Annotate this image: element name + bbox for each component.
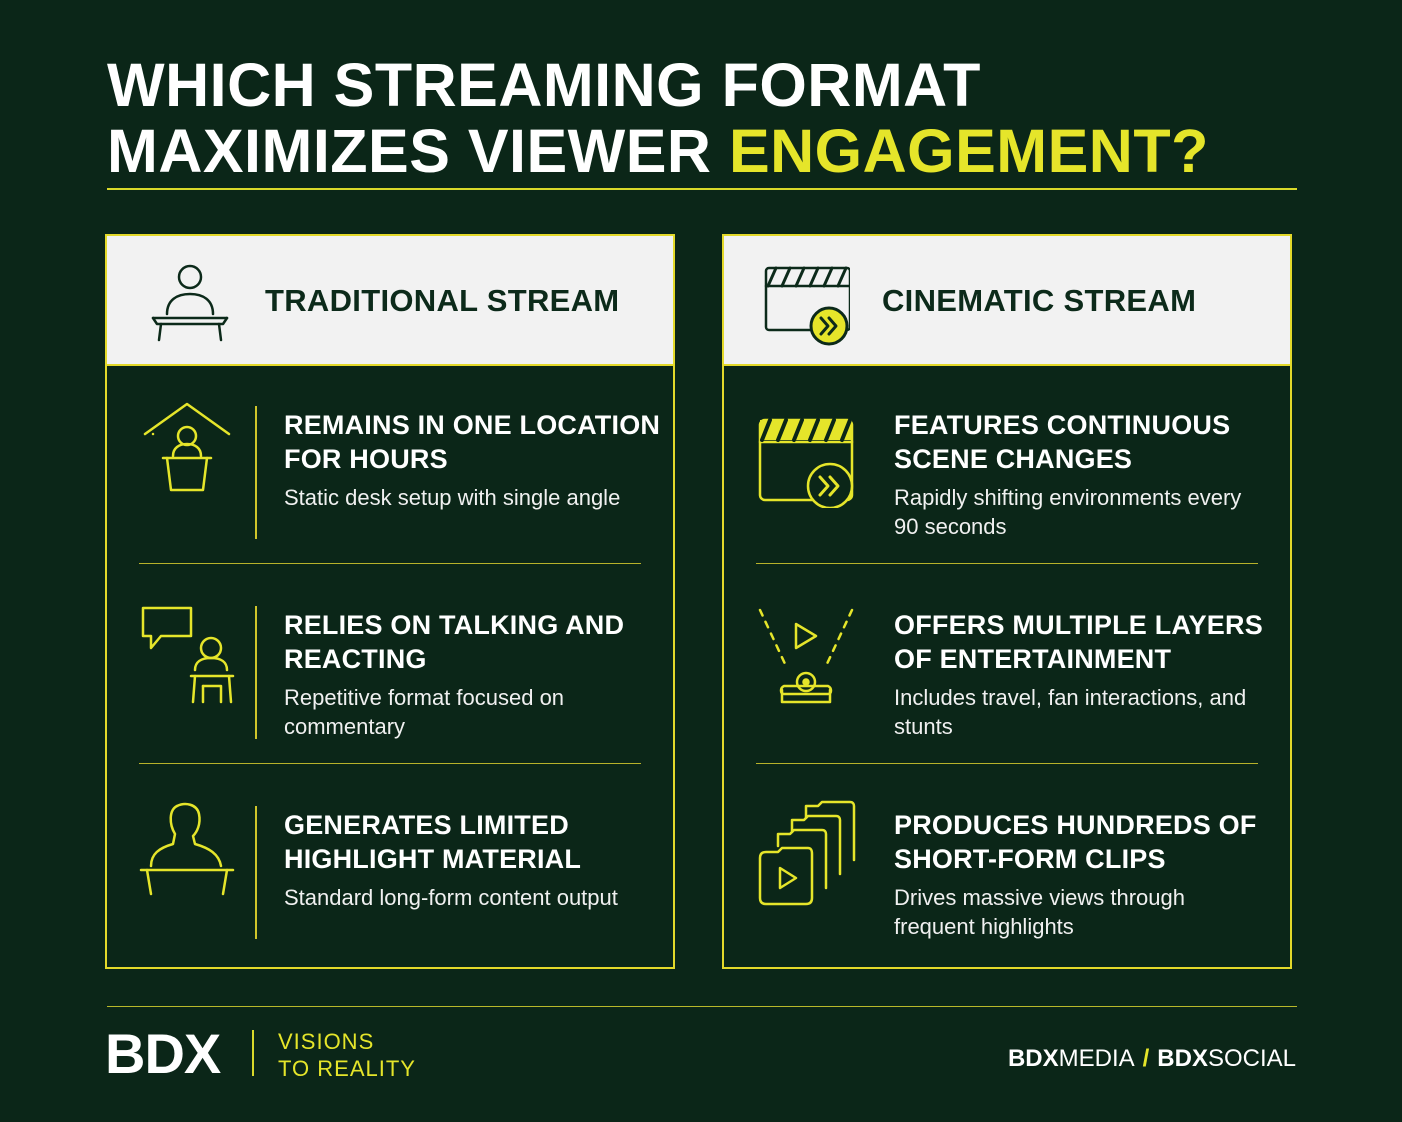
row-separator <box>756 763 1258 764</box>
item-description: Repetitive format focused on commentary <box>284 685 565 739</box>
item-description: Drives massive views through frequent hi… <box>894 885 1185 939</box>
panel-title: TRADITIONAL STREAM <box>265 283 620 318</box>
clapperboard-fast-forward-icon <box>758 418 854 508</box>
title-line-2-prefix: MAXIMIZES VIEWER <box>107 117 729 185</box>
item-description: Static desk setup with single angle <box>284 485 621 510</box>
item-title: REMAINS IN ONE LOCATION FOR HOURS <box>284 410 661 474</box>
clapperboard-fast-forward-icon <box>764 266 850 346</box>
tagline-line-2: TO REALITY <box>278 1056 416 1081</box>
row-separator <box>756 563 1258 564</box>
list-item: OFFERS MULTIPLE LAYERS OF ENTERTAINMENT … <box>724 566 1290 764</box>
item-title: PRODUCES HUNDREDS OF SHORT-FORM CLIPS <box>894 810 1257 874</box>
panel-header: CINEMATIC STREAM <box>724 236 1290 366</box>
sub-brands: BDXMEDIA/BDXSOCIAL <box>1008 1044 1296 1074</box>
projector-play-icon <box>758 608 854 704</box>
stacked-clips-icon <box>758 800 856 906</box>
cinematic-stream-panel: CINEMATIC STREAM FEATURES CONTINUOUS SCE… <box>722 234 1292 969</box>
item-title: FEATURES CONTINUOUS SCENE CHANGES <box>894 410 1231 474</box>
panel-title: CINEMATIC STREAM <box>882 283 1197 318</box>
page-title: WHICH STREAMING FORMAT MAXIMIZES VIEWER … <box>107 52 1297 184</box>
bdx-media-bold: BDX <box>1007 1045 1059 1072</box>
item-description: Includes travel, fan interactions, and s… <box>894 685 1247 739</box>
bdx-media-light: MEDIA <box>1058 1045 1135 1072</box>
item-title: RELIES ON TALKING AND REACTING <box>284 610 625 674</box>
footer-divider <box>107 1006 1297 1007</box>
panel-header: TRADITIONAL STREAM <box>107 236 673 366</box>
title-line-1: WHICH STREAMING FORMAT <box>107 51 981 119</box>
list-item: RELIES ON TALKING AND REACTING Repetitiv… <box>107 566 673 764</box>
item-divider <box>255 806 257 939</box>
title-accent: ENGAGEMENT? <box>728 117 1209 185</box>
list-item: GENERATES LIMITED HIGHLIGHT MATERIAL Sta… <box>107 766 673 964</box>
item-description: Rapidly shifting environments every 90 s… <box>894 485 1242 539</box>
tagline-line-1: VISIONS <box>278 1029 375 1054</box>
bdx-logo: BDX <box>105 1022 221 1085</box>
logo-divider <box>252 1030 254 1076</box>
bdx-social-light: SOCIAL <box>1207 1045 1296 1072</box>
item-title: GENERATES LIMITED HIGHLIGHT MATERIAL <box>284 810 582 874</box>
person-at-desk-icon <box>139 802 235 896</box>
speech-bubble-person-icon <box>141 606 235 704</box>
list-item: FEATURES CONTINUOUS SCENE CHANGES Rapidl… <box>724 366 1290 564</box>
title-line-2: MAXIMIZES VIEWER ENGAGEMENT? <box>107 118 1297 184</box>
tagline: VISIONS TO REALITY <box>278 1028 416 1082</box>
home-desk-person-icon <box>143 402 231 492</box>
traditional-stream-panel: TRADITIONAL STREAM REMAINS IN ONE LOCATI… <box>105 234 675 969</box>
item-title: OFFERS MULTIPLE LAYERS OF ENTERTAINMENT <box>894 610 1263 674</box>
item-description: Standard long-form content output <box>284 885 618 910</box>
title-divider <box>107 188 1297 190</box>
item-divider <box>255 606 257 739</box>
list-item: REMAINS IN ONE LOCATION FOR HOURS Static… <box>107 366 673 564</box>
row-separator <box>139 763 641 764</box>
item-divider <box>255 406 257 539</box>
row-separator <box>139 563 641 564</box>
bdx-social-bold: BDX <box>1157 1045 1208 1072</box>
presenter-at-desk-icon <box>151 264 229 342</box>
list-item: PRODUCES HUNDREDS OF SHORT-FORM CLIPS Dr… <box>724 766 1290 964</box>
brand-separator: / <box>1142 1045 1150 1072</box>
